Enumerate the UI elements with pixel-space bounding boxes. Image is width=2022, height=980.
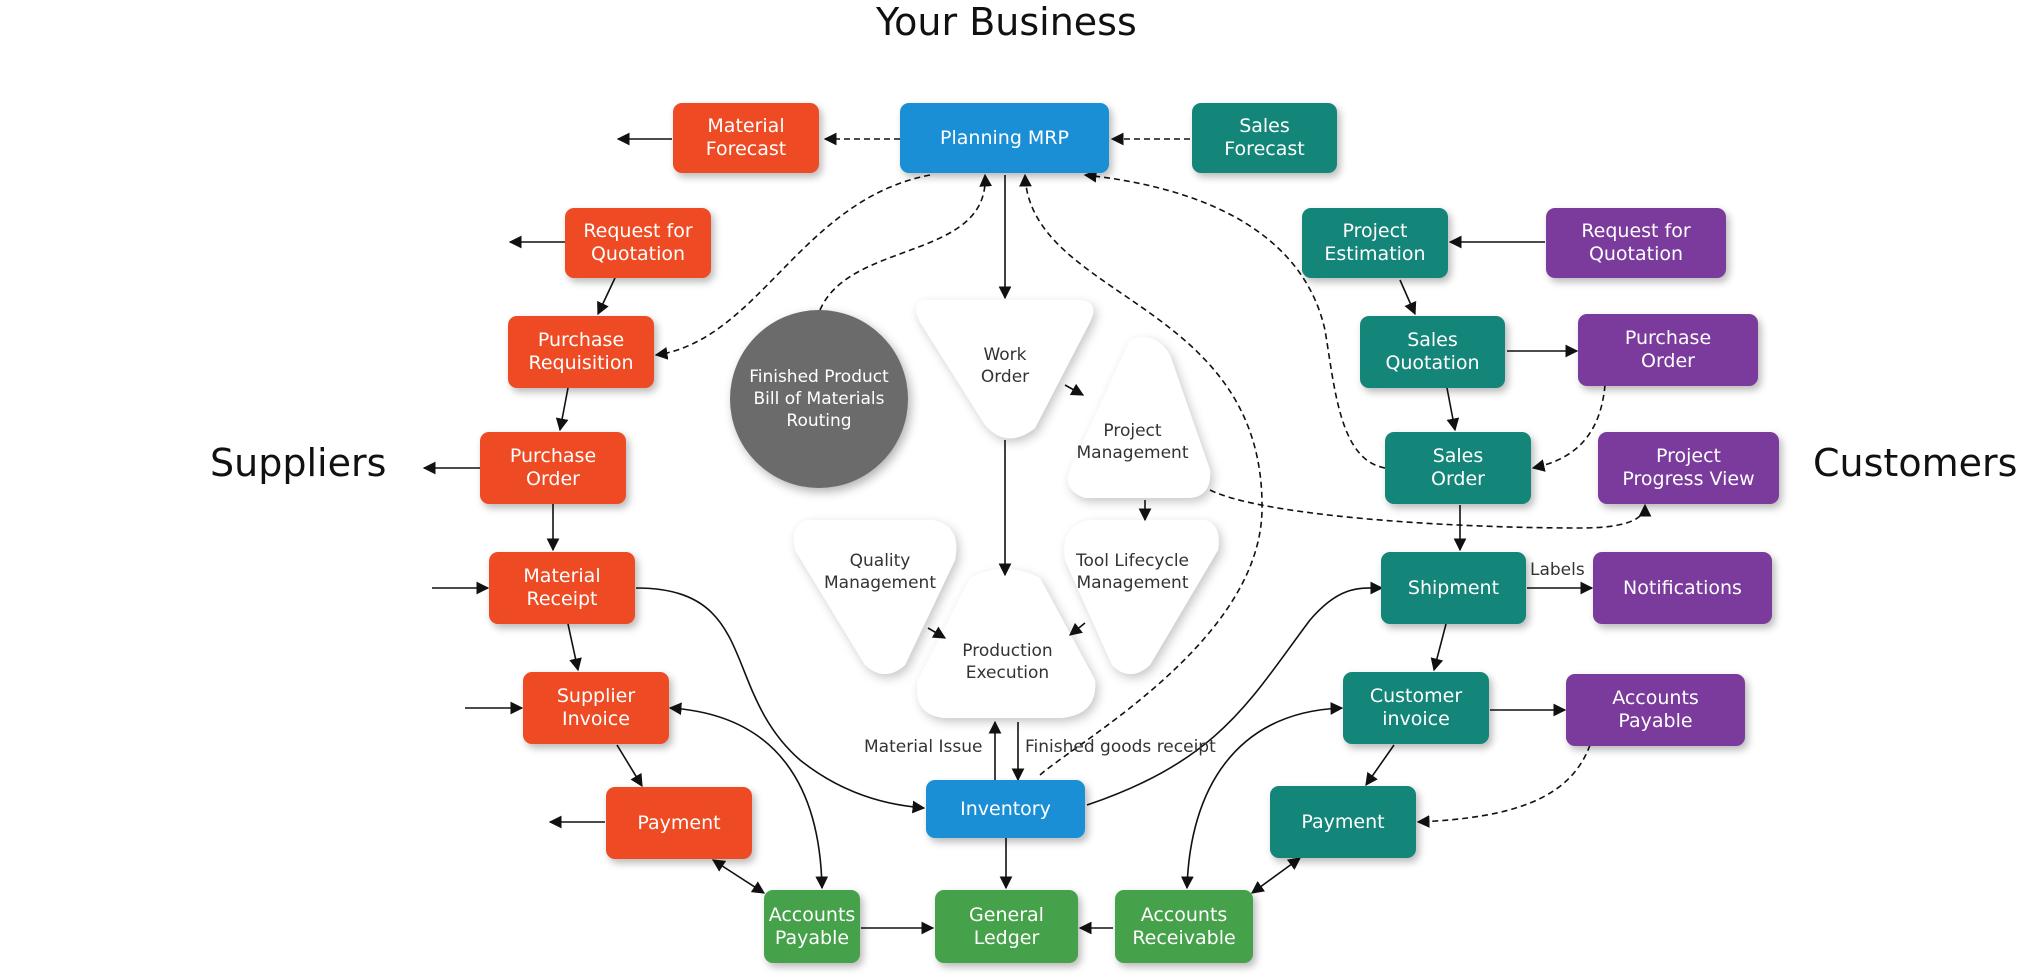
project-progress-view-node: Project Progress View [1598,432,1779,504]
edge-shipment-to-invoice [1430,623,1447,672]
customer-payment-node: Payment [1270,786,1416,858]
edge-payment-accounts-payable [711,859,766,894]
work-order-shape [916,300,1094,439]
edge-circle-to-mrp [819,173,993,311]
edge-work-order-to-project [1064,383,1085,396]
inventory-node: Inventory [926,780,1085,838]
center-shapes [793,300,1219,718]
edge-quotation-to-order [1446,387,1460,432]
shipment-node: Shipment [1381,552,1526,624]
material-issue-label: Material Issue [864,737,983,757]
edge-invoice-to-payment [616,744,643,788]
edge-po-to-order [1531,384,1606,472]
accounts-receivable-node: Accounts Receivable [1115,890,1253,963]
general-ledger-node: General Ledger [935,890,1078,963]
production-execution-shape [917,569,1096,718]
edge-invoice-accounts-payable [668,702,829,890]
quality-management-shape [793,520,957,674]
edge-tool-to-production [1069,622,1086,636]
edge-invoice-to-payment [1365,744,1395,787]
customers-label: Customers [1813,441,2018,485]
customer-accounts-payable-node: Accounts Payable [1566,674,1745,746]
page-title: Your Business [876,0,1137,44]
edge-customer-payable-to-payment [1416,744,1591,828]
bom-routing-circle: Finished Product Bill of Materials Routi… [730,310,908,488]
edge-quality-to-production [927,626,947,639]
customer-invoice-node: Customer invoice [1343,672,1489,744]
edge-project-mgmt-to-progress [1209,489,1652,529]
suppliers-label: Suppliers [210,441,387,485]
supplier-rfq-node: Request for Quotation [565,208,711,278]
labels-edge-label: Labels [1530,560,1585,580]
edge-estimation-to-quotation [1399,279,1417,316]
planning-mrp-node: Planning MRP [900,103,1109,173]
sales-forecast-node: Sales Forecast [1192,103,1337,173]
project-management-shape [1067,337,1211,498]
work-order-label: Work Order [980,345,1030,387]
notifications-node: Notifications [1593,552,1772,624]
sales-quotation-node: Sales Quotation [1360,316,1505,388]
finished-goods-receipt-label: Finished goods receipt [1025,737,1216,757]
supplier-payment-node: Payment [606,787,752,859]
edge-requisition-to-po [555,387,569,432]
edge-inventory-to-mrp [1019,173,1263,776]
edge-rfq-to-requisition [597,277,616,316]
project-estimation-node: Project Estimation [1302,208,1448,278]
project-management-label: Project Management [1076,421,1189,463]
supplier-invoice-node: Supplier Invoice [523,672,669,744]
material-forecast-node: Material Forecast [673,103,819,173]
edge-mrp-to-requisition [654,174,931,360]
customer-purchase-order-node: Purchase Order [1578,314,1758,386]
sales-order-node: Sales Order [1385,432,1531,504]
tool-lifecycle-label: Tool Lifecycle Management [1076,551,1189,593]
material-receipt-node: Material Receipt [489,552,635,624]
purchase-requisition-node: Purchase Requisition [508,316,654,388]
supplier-purchase-order-node: Purchase Order [480,432,626,504]
edge-receipt-to-invoice [567,623,582,672]
edge-inventory-to-shipment [1086,581,1384,806]
production-execution-label: Production Execution [962,641,1053,683]
quality-management-label: Quality Management [824,551,936,593]
edge-receivable-payment [1250,857,1302,894]
edge-invoice-to-receivable [1180,702,1344,890]
tool-lifecycle-shape [1064,520,1219,674]
customer-rfq-node: Request for Quotation [1546,208,1726,278]
edge-sales-order-to-mrp [1083,169,1386,469]
accounts-payable-node: Accounts Payable [764,890,860,963]
